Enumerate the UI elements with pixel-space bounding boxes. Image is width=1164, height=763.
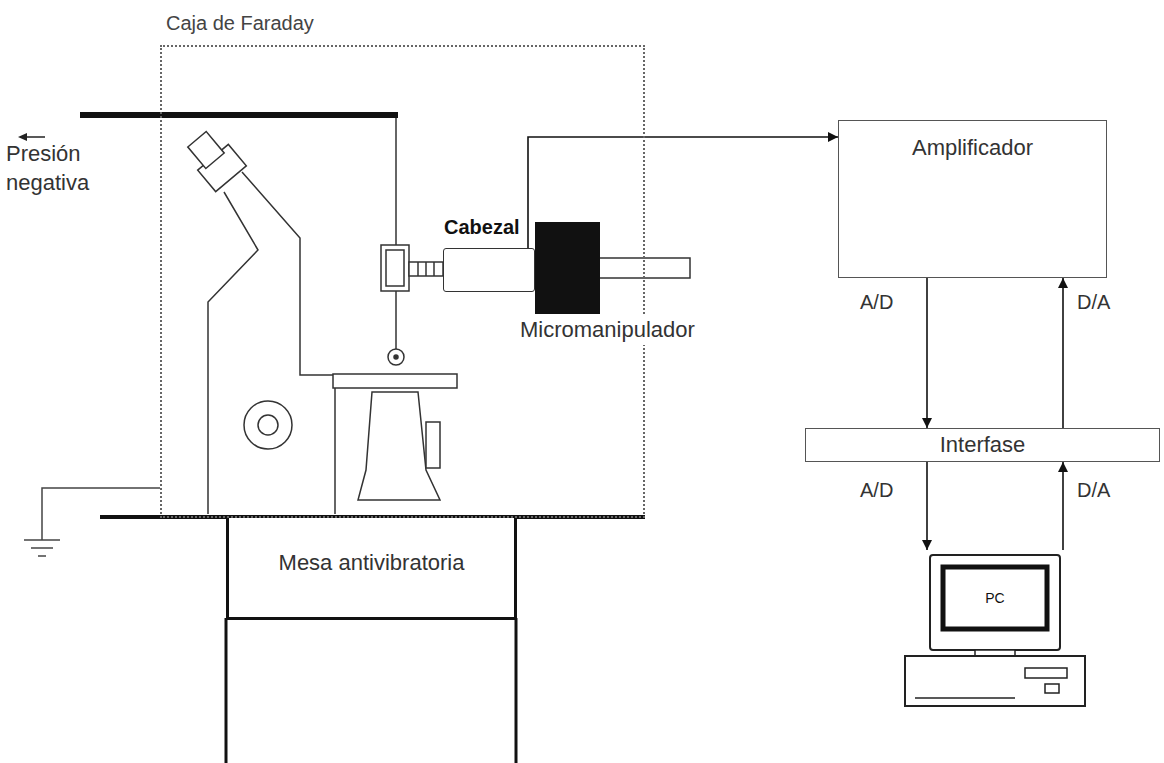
- microscope-body: [242, 172, 333, 375]
- headstage-box: Cabezal: [443, 248, 535, 292]
- ground-symbol: [31, 547, 53, 549]
- signal-label: A/D: [858, 290, 895, 314]
- table-leg: [225, 618, 228, 763]
- holder-body: [381, 245, 409, 291]
- signal-label: D/A: [1075, 290, 1112, 314]
- manipulator-block: [535, 222, 600, 314]
- drive-slot: [1025, 668, 1067, 678]
- thread: [417, 262, 419, 276]
- holder-connector: [409, 262, 443, 276]
- microscope-objective: [358, 392, 440, 500]
- case-line: [915, 697, 1015, 699]
- node-label: Mesa antivibratoria: [279, 550, 465, 576]
- microscope-knob: [426, 422, 440, 468]
- amplifier-box: Amplificador: [838, 120, 1107, 278]
- case-button: [1045, 684, 1059, 693]
- signal-arrow: [926, 278, 928, 428]
- signal-arrow: [926, 462, 928, 550]
- pipette-tip-dot: [394, 355, 398, 359]
- node-label: PC: [943, 567, 1047, 629]
- pc-computer: PC: [895, 550, 1090, 710]
- microscope-body: [334, 388, 336, 514]
- pipette: [395, 118, 397, 349]
- pipette-holder: [381, 245, 443, 365]
- part-label: Micromanipulador: [518, 316, 697, 345]
- ground-wire: [24, 488, 160, 556]
- faraday-cage: Caja de FaradayCabezal: [160, 45, 645, 518]
- monitor: [930, 555, 1060, 650]
- ground-symbol: [24, 539, 60, 541]
- signal-arrow: [1062, 462, 1064, 550]
- signal-arrow: [1062, 278, 1064, 428]
- holder-inner: [386, 250, 404, 286]
- focus-knob: [258, 415, 278, 435]
- pipette-tip: [388, 349, 404, 365]
- microscope: [188, 132, 457, 514]
- pressure-label: Presión negativa: [4, 140, 108, 197]
- signal-arrow: [528, 137, 838, 248]
- thread: [433, 262, 435, 276]
- node-label: Interfase: [940, 432, 1026, 458]
- micromanipulator: [535, 222, 690, 314]
- focus-knob: [244, 401, 292, 449]
- pressure-arrow: [24, 136, 45, 138]
- computer-drawing: [895, 550, 1090, 710]
- microscope-eyepiece: [188, 132, 224, 169]
- node-label: Cabezal: [444, 215, 520, 239]
- computer-case: [905, 656, 1085, 706]
- signal-label: A/D: [858, 478, 895, 502]
- pressure-arrowhead: [18, 133, 27, 141]
- ground-line: [42, 488, 160, 540]
- screen: [943, 567, 1047, 629]
- thread: [425, 262, 427, 276]
- node-label: Amplificador: [912, 135, 1033, 161]
- ground-symbol: [38, 555, 46, 557]
- suction-tube: [80, 112, 398, 118]
- microscope-stage: [333, 374, 457, 388]
- signal-label: D/A: [1075, 478, 1112, 502]
- antivibration-table: Mesa antivibratoria: [226, 518, 517, 620]
- microscope-body: [208, 192, 258, 514]
- table-leg: [515, 618, 518, 763]
- node-label: Caja de Faraday: [166, 11, 314, 35]
- interface-box: Interfase: [805, 428, 1160, 462]
- table: [100, 517, 645, 763]
